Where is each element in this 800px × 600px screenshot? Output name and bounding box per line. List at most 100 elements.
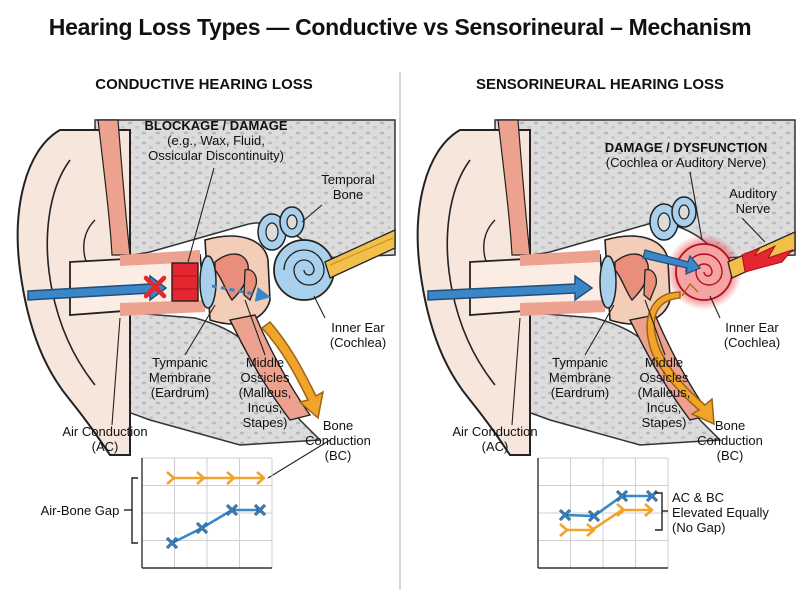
tympanic-r-line-3: (Eardrum): [550, 385, 610, 400]
ossicles-line-2: Ossicles: [240, 370, 290, 385]
damage-sub: (Cochlea or Auditory Nerve): [605, 155, 767, 170]
inner-ear-r-line-1: Inner Ear: [725, 320, 779, 335]
conductive-ac-series-point-3: [225, 503, 239, 517]
ossicles-r-line-3: (Malleus,: [637, 385, 691, 400]
tympanic-membrane-label: Tympanic Membrane (Eardrum): [140, 355, 220, 400]
bone-conduction-label: Bone Conduction (BC): [298, 418, 378, 463]
conductive-ear-illustration: [16, 119, 396, 479]
air-conduction-arrow-r: [427, 274, 594, 302]
ossicles-r-line-1: Middle: [644, 355, 684, 370]
auditory-nerve-label: Auditory Nerve: [718, 186, 788, 216]
blockage-sub-2: Ossicular Discontinuity): [148, 148, 284, 163]
inner-ear-label: Inner Ear (Cochlea): [318, 320, 398, 350]
conductive-ac-series-point-4: [253, 503, 267, 517]
air-path-to-cochlea: [642, 249, 701, 275]
sensorineural-ear-illustration: [416, 119, 796, 456]
conductive-bc-series-point-4: [256, 471, 266, 485]
tympanic-line-2: Membrane: [148, 370, 212, 385]
temporal-bone-line-2: Bone: [332, 187, 364, 202]
ac-line-2: (AC): [91, 439, 119, 454]
tympanic-membrane-label-r: Tympanic Membrane (Eardrum): [540, 355, 620, 400]
nerve-damage-bolt: [741, 244, 794, 273]
nerve-line-2: Nerve: [735, 201, 771, 216]
auditory-nerve: [324, 228, 396, 279]
tympanic-r-line-2: Membrane: [548, 370, 612, 385]
inner-ear-r-line-2: (Cochlea): [723, 335, 781, 350]
leader-lines-sensorineural: [511, 171, 766, 426]
tympanic-line-1: Tympanic: [152, 355, 208, 370]
sensorineural-ac-series-point-1: [558, 508, 572, 522]
tympanic-membrane-r: [599, 255, 617, 309]
equal-line-2: Elevated Equally: [672, 505, 769, 520]
sensorineural-heading: SENSORINEURAL HEARING LOSS: [475, 76, 725, 93]
ossicles-line-5: Stapes): [242, 415, 288, 430]
eustachian-tube: [228, 314, 312, 421]
bc-line-2: Conduction: [305, 433, 371, 448]
ossicles-label: Middle Ossicles (Malleus, Incus, Stapes): [225, 355, 305, 430]
bone-conduction-label-r: Bone Conduction (BC): [690, 418, 770, 463]
equal-elevation-label: AC & BC Elevated Equally (No Gap): [672, 490, 792, 535]
blocked-x-mark: [143, 275, 167, 299]
sensorineural-ac-series-point-3: [615, 489, 629, 503]
temporal-bone-line-1: Temporal: [321, 172, 375, 187]
sensorineural-audiogram-grid: [537, 457, 669, 569]
ossicle-incus: [243, 269, 258, 302]
tympanic-membrane: [199, 255, 217, 309]
sensorineural-audiogram: [537, 457, 669, 569]
inner-ear-line-2: (Cochlea): [329, 335, 387, 350]
bone-conduction-arrow: [260, 320, 325, 420]
sensorineural-ac-series: [558, 489, 659, 523]
bc-r-line-3: (BC): [716, 448, 744, 463]
air-conduction-label: Air Conduction (AC): [50, 424, 160, 454]
damage-label: DAMAGE / DYSFUNCTION (Cochlea or Auditor…: [596, 140, 776, 170]
canal-wall-bottom: [120, 300, 205, 316]
page-title: Hearing Loss Types — Conductive vs Senso…: [48, 14, 752, 40]
nerve-line-1: Auditory: [729, 186, 777, 201]
ossicle-malleus-r: [614, 253, 649, 302]
conductive-bc-series-point-1: [166, 471, 176, 485]
sensorineural-bc-series-point-2: [586, 523, 596, 537]
air-bone-gap-label: Air-Bone Gap: [40, 503, 120, 518]
ac-line-1: Air Conduction: [62, 424, 148, 439]
conductive-audiogram: [141, 457, 273, 569]
inner-ear-label-r: Inner Ear (Cochlea): [712, 320, 792, 350]
inner-ear-line-1: Inner Ear: [331, 320, 385, 335]
conductive-bc-series: [166, 471, 266, 485]
conductive-ac-series-point-1: [165, 536, 179, 550]
bone-conduction-arrow-r: [646, 291, 715, 426]
blockage-sub-1: (e.g., Wax, Fluid,: [167, 133, 265, 148]
conductive-ac-series: [165, 503, 267, 550]
temporal-bone-label: Temporal Bone: [308, 172, 388, 202]
air-conduction-label-r: Air Conduction (AC): [440, 424, 550, 454]
bc-r-line-2: Conduction: [697, 433, 763, 448]
sensorineural-bc-series: [559, 503, 654, 537]
leader-lines-conductive: [111, 167, 331, 479]
blockage-block: [171, 262, 199, 302]
ossicle-malleus: [214, 253, 249, 302]
ac-r-line-2: (AC): [481, 439, 509, 454]
tympanic-r-line-1: Tympanic: [552, 355, 608, 370]
equal-line-3: (No Gap): [672, 520, 726, 535]
tympanic-line-3: (Eardrum): [150, 385, 210, 400]
equal-elevation-bracket: [655, 492, 668, 531]
damage-title: DAMAGE / DYSFUNCTION: [604, 140, 768, 155]
ac-r-line-1: Air Conduction: [452, 424, 538, 439]
ossicles-r-line-5: Stapes): [641, 415, 687, 430]
ossicles-line-1: Middle: [245, 355, 285, 370]
blockage-label: BLOCKAGE / DAMAGE (e.g., Wax, Fluid, Oss…: [140, 118, 292, 163]
conductive-heading: CONDUCTIVE HEARING LOSS: [95, 76, 313, 93]
equal-line-1: AC & BC: [672, 490, 725, 505]
canal-wall-top: [120, 250, 200, 266]
sensorineural-bc-series-point-3: [616, 503, 626, 517]
ossicles-r-line-2: Ossicles: [639, 370, 689, 385]
sensorineural-bc-series-point-4: [644, 503, 654, 517]
sensorineural-bc-series-point-1: [559, 523, 569, 537]
sensorineural-ac-series-point-2: [587, 509, 601, 523]
conductive-bc-series-point-2: [196, 471, 206, 485]
conductive-audiogram-grid: [141, 457, 273, 569]
conductive-ac-series-point-2: [195, 521, 209, 535]
bc-line-3: (BC): [324, 448, 352, 463]
ossicles-label-r: Middle Ossicles (Malleus, Incus, Stapes): [624, 355, 704, 430]
